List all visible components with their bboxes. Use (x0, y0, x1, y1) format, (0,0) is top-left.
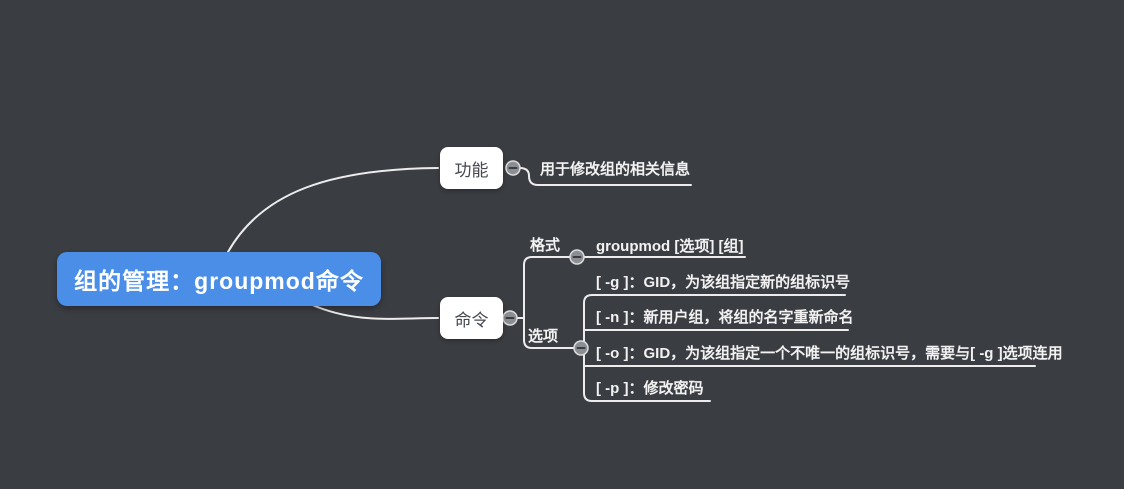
subtopic-options[interactable]: 选项 (528, 328, 559, 345)
root-topic-node[interactable]: 组的管理：groupmod命令 (57, 252, 381, 306)
option-item-p[interactable]: [ -p ]：修改密码 (596, 380, 704, 397)
connector-line (227, 167, 439, 253)
collapse-toggle-icon[interactable] (569, 249, 585, 265)
collapse-toggle-icon[interactable] (502, 310, 518, 326)
option-item-n[interactable]: [ -n ]：新用户组，将组的名字重新命名 (596, 309, 854, 326)
collapse-toggle-icon[interactable] (505, 160, 521, 176)
option-item-g[interactable]: [ -g ]：GID，为该组指定新的组标识号 (596, 274, 851, 291)
connector-line (309, 303, 439, 320)
branch-topic-command[interactable]: 命令 (440, 297, 503, 339)
topic-underline (519, 167, 692, 186)
collapse-toggle-icon[interactable] (573, 340, 589, 356)
subtopic-format[interactable]: 格式 (530, 237, 561, 254)
option-item-o[interactable]: [ -o ]：GID，为该组指定一个不唯一的组标识号，需要与[ -g ]选项连用 (596, 345, 1063, 362)
connector-line (523, 256, 576, 349)
subtopic-function-description[interactable]: 用于修改组的相关信息 (540, 161, 691, 178)
branch-topic-function[interactable]: 功能 (440, 147, 503, 189)
subtopic-format-syntax[interactable]: groupmod [选项] [组] (596, 238, 744, 255)
